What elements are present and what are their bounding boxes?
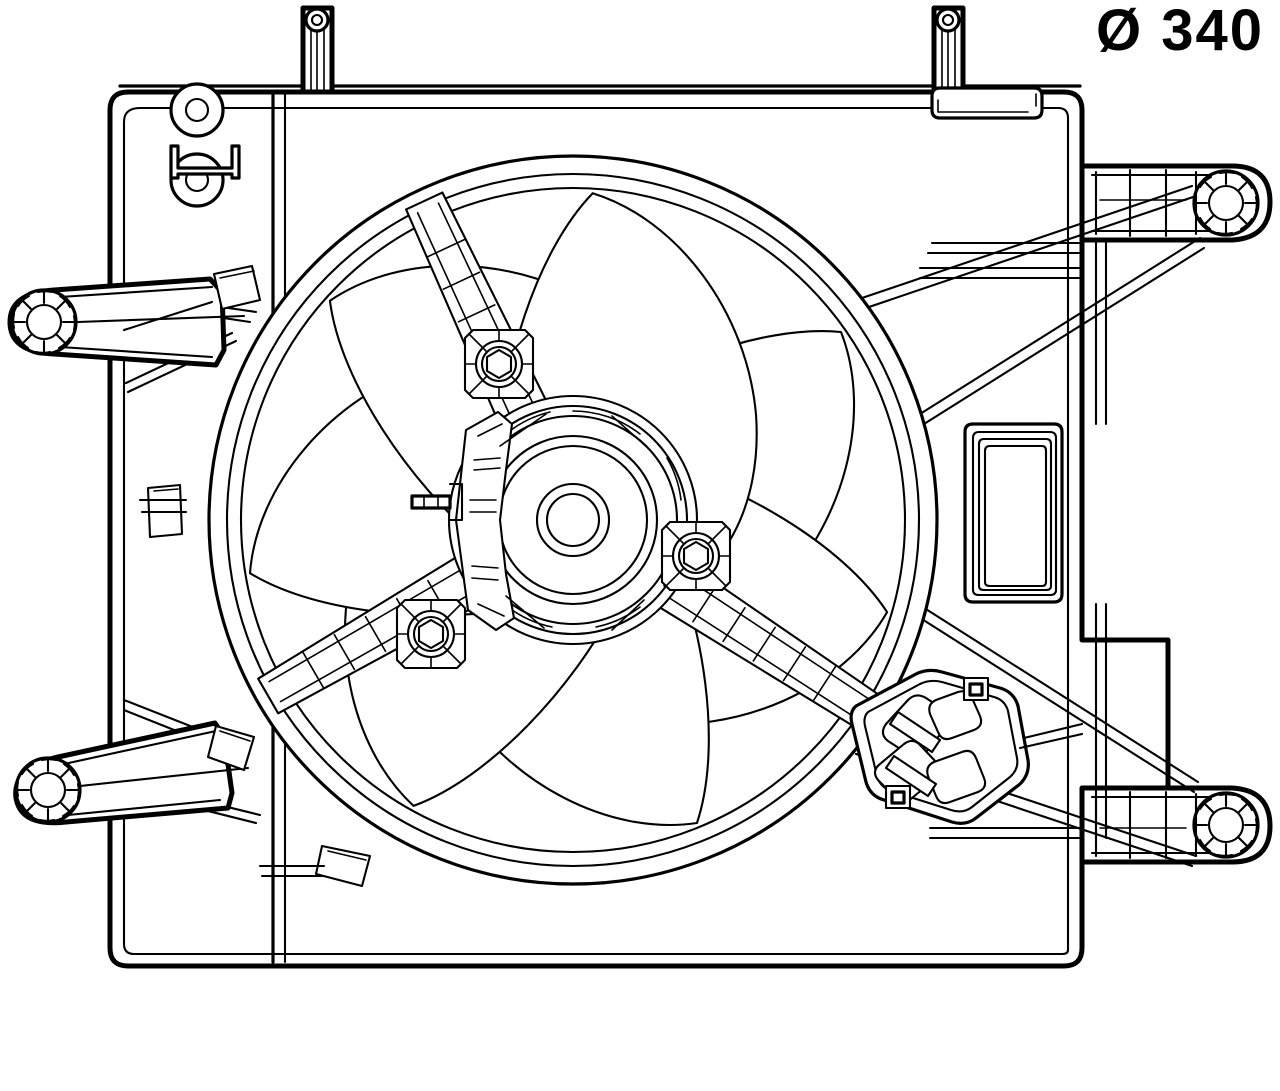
mounting-post-left — [300, 5, 335, 104]
fan-hub — [410, 394, 699, 646]
mounting-tab-top-left — [7, 276, 246, 368]
recess-panel — [963, 422, 1064, 604]
top-right-slot — [930, 86, 1044, 120]
retaining-clip-upper-left — [212, 264, 262, 311]
mounting-tab-bottom-left — [13, 720, 250, 826]
shroud-rib-lower-right — [854, 602, 1200, 868]
top-left-bracket — [169, 144, 241, 180]
top-left-hole-upper — [169, 82, 225, 138]
retaining-clip-bottom — [314, 844, 372, 888]
shroud-vertical-rib-right — [1094, 241, 1108, 840]
hub-bolt-right — [660, 520, 732, 592]
hub-bolt-top — [463, 328, 535, 400]
hub-bracket-left — [410, 410, 516, 632]
shroud-leader-lines — [122, 266, 1084, 878]
mounting-post-right — [931, 5, 966, 104]
diameter-dimension-label: Ø 340 — [1096, 0, 1264, 63]
electrical-connector — [849, 668, 1084, 825]
mounting-tab-bottom-right — [1079, 785, 1273, 865]
shroud-rib-upper-right — [860, 184, 1206, 426]
hub-bolt-bottom-left — [395, 598, 467, 670]
retaining-clip-lower-left — [206, 724, 256, 772]
